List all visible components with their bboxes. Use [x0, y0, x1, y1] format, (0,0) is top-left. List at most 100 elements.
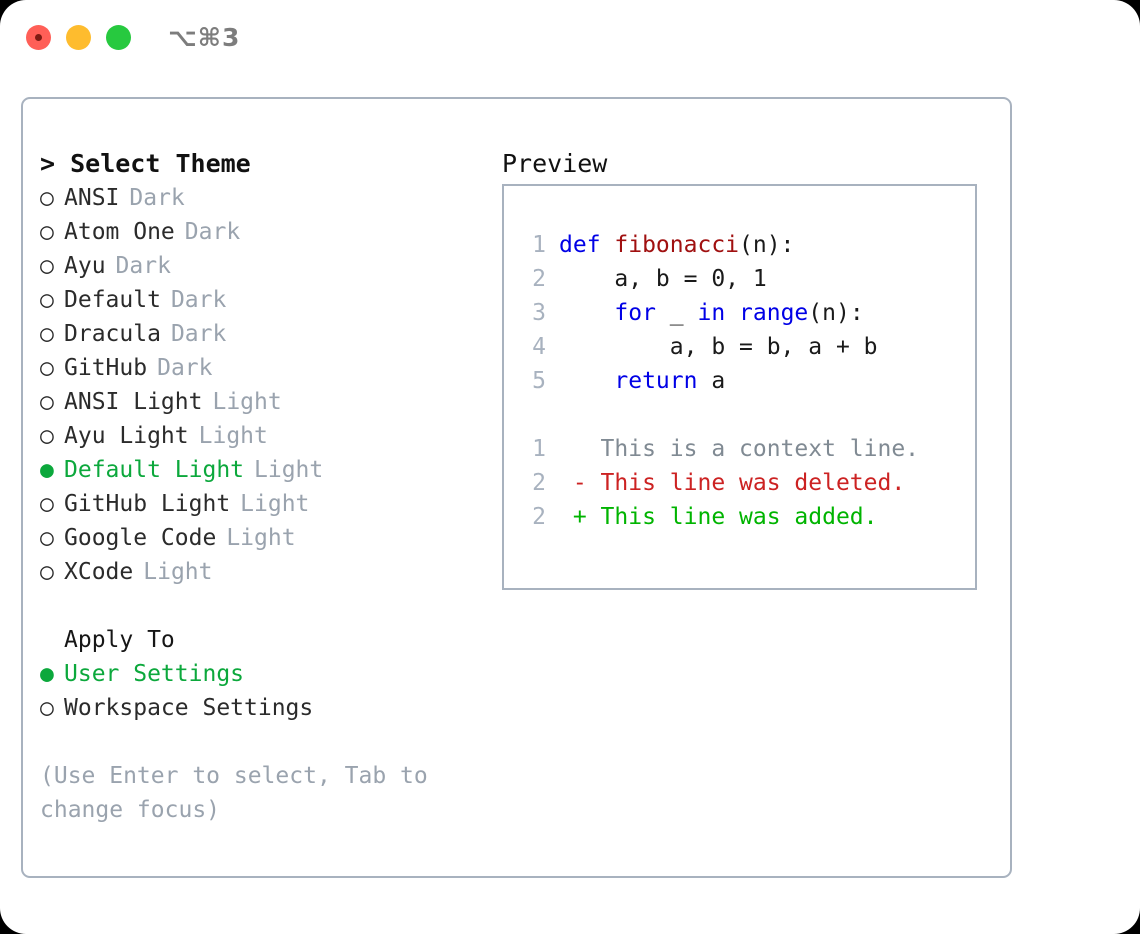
token-txt: a, b = 0, 1 — [559, 266, 767, 292]
token-txt: (n): — [808, 300, 864, 326]
apply-to-option-workspace-settings[interactable]: ○Workspace Settings — [40, 691, 490, 725]
code-line: 1 def fibonacci(n): — [520, 228, 919, 262]
theme-option-label: Ayu — [64, 253, 106, 279]
apply-to-list: ● User Settings ○Workspace Settings — [40, 657, 490, 725]
token-txt — [559, 300, 614, 326]
apply-to-option-user-settings[interactable]: ● User Settings — [40, 657, 490, 691]
theme-variant-badge: Dark — [115, 253, 171, 279]
radio-unselected-icon: ○ — [40, 355, 54, 381]
radio-unselected-icon: ○ — [40, 219, 54, 245]
diff-line: 2 + This line was added. — [520, 500, 919, 534]
radio-selected-icon: ● — [40, 457, 54, 483]
radio-unselected-icon: ○ — [40, 287, 54, 313]
theme-variant-badge: Light — [240, 491, 310, 517]
title-bar: ⌥⌘3 — [0, 0, 1140, 78]
radio-unselected-icon: ○ — [40, 423, 54, 449]
theme-variant-badge: Light — [226, 525, 296, 551]
code-line-text: a, b = b, a + b — [559, 330, 878, 364]
theme-option-label: ANSI — [64, 185, 120, 211]
theme-variant-badge: Dark — [184, 219, 241, 245]
token-txt: (n): — [739, 232, 795, 258]
diff-line: 2 - This line was deleted. — [520, 466, 919, 500]
theme-option-github[interactable]: ○ GitHub Dark — [40, 351, 490, 385]
keyboard-hint: (Use Enter to select, Tab to change focu… — [40, 763, 428, 823]
theme-variant-badge: Dark — [170, 287, 227, 313]
theme-option-github-light[interactable]: ○ GitHub Light Light — [40, 487, 490, 521]
token-txt: _ — [655, 300, 698, 326]
radio-unselected-icon: ○ — [40, 491, 54, 517]
token-fn: fibonacci — [614, 232, 740, 258]
token-add: + This line was added. — [559, 504, 878, 530]
code-line: 2 a, b = 0, 1 — [520, 262, 919, 296]
theme-option-ayu-light[interactable]: ○ Ayu Light Light — [40, 419, 490, 453]
theme-option-default[interactable]: ○ Default Dark — [40, 283, 490, 317]
radio-unselected-icon: ○ — [40, 185, 54, 211]
theme-option-label: Atom One — [64, 219, 175, 245]
preview-title: Preview — [502, 149, 608, 178]
radio-selected-icon: ● — [40, 661, 54, 687]
theme-option-label: GitHub — [64, 355, 148, 381]
theme-variant-badge: Dark — [129, 185, 185, 211]
code-line-text: a, b = 0, 1 — [559, 262, 767, 296]
token-txt: a — [697, 368, 726, 394]
code-line-text: - This line was deleted. — [559, 466, 905, 500]
token-txt: a, b = b, a + b — [559, 334, 878, 360]
token-txt — [725, 300, 739, 326]
token-kw: range — [739, 300, 809, 326]
theme-option-label: Ayu Light — [64, 423, 189, 449]
theme-option-label: Default — [64, 287, 161, 313]
code-line-text: def fibonacci(n): — [559, 228, 794, 262]
minimize-button[interactable] — [66, 25, 91, 50]
theme-variant-badge: Dark — [170, 321, 227, 347]
page-title: > Select Theme — [40, 149, 251, 178]
line-number: 1 — [532, 232, 546, 258]
theme-option-label: Default Light — [64, 457, 245, 483]
line-number: 1 — [532, 436, 546, 462]
apply-to-header: Apply To — [64, 627, 175, 653]
theme-option-google-code[interactable]: ○ Google Code Light — [40, 521, 490, 555]
theme-option-label: ANSI Light — [64, 389, 203, 415]
token-txt — [559, 368, 614, 394]
line-number: 3 — [532, 300, 546, 326]
theme-option-ansi[interactable]: ○ ANSI Dark — [40, 181, 490, 215]
code-line-text: for _ in range(n): — [559, 296, 864, 330]
radio-unselected-icon: ○ — [40, 253, 54, 279]
theme-variant-badge: Light — [198, 423, 268, 449]
radio-unselected-icon: ○ — [40, 389, 54, 415]
token-kw: for — [614, 300, 656, 326]
apply-to-option-label: User Settings — [64, 661, 245, 687]
maximize-button[interactable] — [106, 25, 131, 50]
token-del: - This line was deleted. — [559, 470, 906, 496]
theme-option-ayu[interactable]: ○ Ayu Dark — [40, 249, 490, 283]
line-number: 2 — [532, 470, 546, 496]
window-controls — [26, 25, 131, 50]
radio-unselected-icon: ○ — [40, 559, 54, 585]
code-line: 3 for _ in range(n): — [520, 296, 919, 330]
code-line: 4 a, b = b, a + b — [520, 330, 919, 364]
diff-line: 1 This is a context line. — [520, 432, 919, 466]
theme-option-label: Google Code — [64, 525, 217, 551]
theme-variant-badge: Light — [143, 559, 213, 585]
theme-variant-badge: Dark — [157, 355, 213, 381]
apply-to-option-label: Workspace Settings — [64, 695, 314, 721]
token-kw: def — [559, 232, 615, 258]
theme-option-atom-one[interactable]: ○ Atom One Dark — [40, 215, 490, 249]
close-button[interactable] — [26, 25, 51, 50]
token-kw: in — [697, 300, 726, 326]
theme-option-label: GitHub Light — [64, 491, 231, 517]
line-number: 2 — [532, 504, 546, 530]
code-line-text: return a — [559, 364, 725, 398]
radio-unselected-icon: ○ — [40, 525, 54, 551]
radio-unselected-icon: ○ — [40, 321, 54, 347]
code-blank-line — [520, 398, 919, 432]
